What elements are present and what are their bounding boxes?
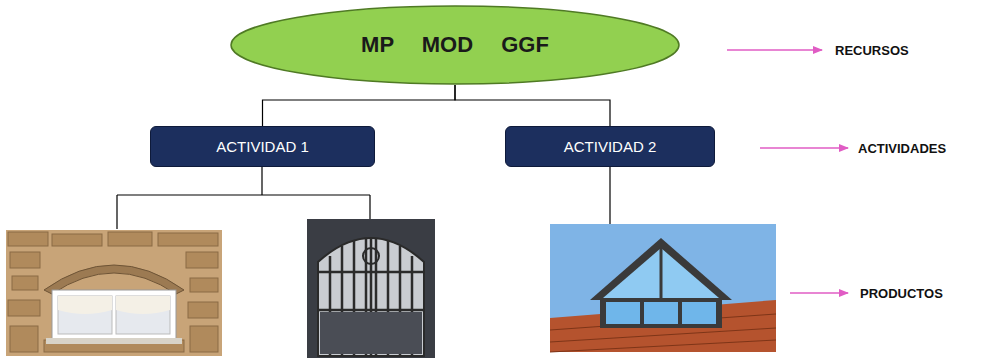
- pointer-arrow: [790, 292, 848, 294]
- glass-pane: [644, 302, 678, 324]
- glass-pane: [606, 302, 640, 324]
- window-photo: [6, 230, 222, 356]
- gate-ornament: [363, 248, 379, 264]
- resource-ellipse: MP MOD GGF: [230, 5, 680, 85]
- window-frame: [52, 290, 176, 340]
- dormer-gable: [590, 238, 732, 300]
- gate-bars: [318, 238, 424, 356]
- activity-box: ACTIVIDAD 2: [505, 126, 715, 167]
- stones: [8, 232, 218, 352]
- gate-photo: [307, 219, 435, 358]
- branch-line: [609, 166, 610, 224]
- mullion: [660, 248, 663, 298]
- dormer-photo: [550, 224, 776, 352]
- tree-connector: [263, 85, 456, 126]
- stone-wall: [6, 230, 222, 356]
- pointer-arrow: [760, 147, 848, 149]
- gate-wall: [307, 219, 435, 358]
- sky: [550, 224, 776, 352]
- glass-pane: [682, 302, 716, 324]
- node-text: MP MOD GGF: [361, 32, 549, 58]
- gate-panel: [320, 312, 422, 354]
- gable-glass: [603, 248, 719, 298]
- window-sill: [46, 338, 182, 344]
- node-text: ACTIVIDAD 1: [216, 138, 309, 155]
- dormer-frame: [600, 298, 722, 328]
- tree-connector: [455, 85, 610, 126]
- activity-box: ACTIVIDAD 1: [150, 126, 375, 167]
- curtain: [58, 296, 170, 314]
- level-label: PRODUCTOS: [860, 286, 943, 301]
- level-label: ACTIVIDADES: [858, 141, 946, 156]
- gate-opening: [318, 238, 424, 356]
- ellipse-shape: [231, 6, 679, 84]
- node-text: ACTIVIDAD 2: [564, 138, 657, 155]
- level-label: RECURSOS: [835, 43, 909, 58]
- pointer-arrow: [727, 49, 822, 51]
